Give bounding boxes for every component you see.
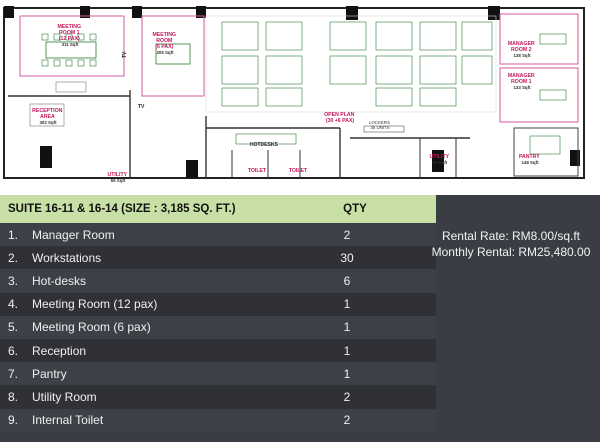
floor-plan-drawing: MEETING ROOM 1 (12 PAX) 311 Sqft MEETING… (3, 6, 585, 183)
row-qty: 2 (343, 389, 351, 404)
pantry-label: PANTRY 148 Sqft (519, 154, 541, 165)
table-row: 5. Meeting Room (6 pax) 1 (0, 315, 436, 339)
row-qty: 1 (343, 297, 351, 312)
table-row: 2. Workstations 30 (0, 246, 436, 270)
monthly-rental: Monthly Rental: RM25,480.00 (431, 245, 591, 259)
row-name: Meeting Room (6 pax) (32, 320, 151, 335)
tv-label-side: TV (122, 51, 128, 58)
table-row: 6. Reception 1 (0, 338, 436, 363)
table-header: SUITE 16-11 & 16-14 (SIZE : 3,185 SQ. FT… (0, 195, 436, 223)
row-name: Hot-desks (32, 273, 87, 288)
table-row: 4. Meeting Room (12 pax) 1 (0, 292, 436, 316)
meeting-room-1-label: MEETING ROOM 1 (12 PAX) 311 Sqft (57, 24, 82, 47)
hotdesks-label: HOTDESKS (250, 142, 278, 148)
row-name: Meeting Room (12 pax) (32, 297, 158, 312)
utility-right-label: UTILITY 57 Sqft (430, 154, 451, 165)
row-qty: 2 (343, 413, 351, 428)
row-num: 5. (8, 320, 19, 335)
row-num: 6. (8, 343, 19, 358)
manager-room-2-label: MANAGER ROOM 2 138 Sqft (508, 41, 536, 58)
row-qty: 1 (343, 343, 351, 358)
row-qty: 1 (343, 320, 351, 335)
row-qty: 1 (343, 366, 351, 381)
open-plan-label: OPEN PLAN (30 +6 PAX) (324, 112, 356, 124)
utility-left-label: UTILITY 55 Sqft (108, 172, 129, 183)
row-name: Reception (32, 343, 87, 358)
row-name: Internal Toilet (32, 413, 104, 428)
row-num: 9. (8, 413, 19, 428)
row-qty: 6 (343, 273, 351, 288)
meeting-room-label: MEETING ROOM (6 PAX) 205 Sqft (152, 32, 177, 55)
toilet-right-label: TOILET (289, 168, 308, 174)
row-num: 8. (8, 389, 19, 404)
row-name: Pantry (32, 366, 67, 381)
tv-label-bottom: TV (138, 104, 145, 110)
reception-label: RECEPTION AREA 302 Sqft (32, 108, 64, 125)
manager-room-1-label: MANAGER ROOM 1 133 Sqft (508, 73, 536, 90)
row-num: 7. (8, 366, 19, 381)
rental-info: Rental Rate: RM8.00/sq.ft Monthly Rental… (426, 228, 596, 260)
table-row: 3. Hot-desks 6 (0, 269, 436, 293)
suite-table: SUITE 16-11 & 16-14 (SIZE : 3,185 SQ. FT… (0, 195, 436, 432)
header-qty: QTY (343, 203, 367, 215)
row-num: 1. (8, 227, 19, 242)
row-name: Workstations (32, 250, 102, 265)
toilet-left-label: TOILET (248, 168, 267, 174)
row-name: Manager Room (32, 227, 115, 242)
row-qty: 2 (343, 227, 351, 242)
row-num: 3. (8, 273, 19, 288)
rental-rate: Rental Rate: RM8.00/sq.ft (441, 229, 581, 243)
table-body: 1. Manager Room 2 2. Workstations 30 3. Hot-des… (0, 223, 436, 432)
table-row: 8. Utility Room 2 (0, 385, 436, 409)
table-row: 1. Manager Room 2 (0, 223, 436, 247)
table-row: 9. Internal Toilet 2 (0, 408, 436, 432)
row-num: 2. (8, 250, 19, 265)
floor-plan: MEETING ROOM 1 (12 PAX) 311 Sqft MEETING… (0, 0, 600, 195)
row-qty: 30 (340, 250, 354, 265)
table-row: 7. Pantry 1 (0, 362, 436, 386)
row-num: 4. (8, 297, 19, 312)
row-name: Utility Room (32, 389, 97, 404)
header-suite-size: SUITE 16-11 & 16-14 (SIZE : 3,185 SQ. FT… (8, 203, 236, 215)
lockers-label: LOCKERS 36 UNITS (369, 120, 391, 130)
